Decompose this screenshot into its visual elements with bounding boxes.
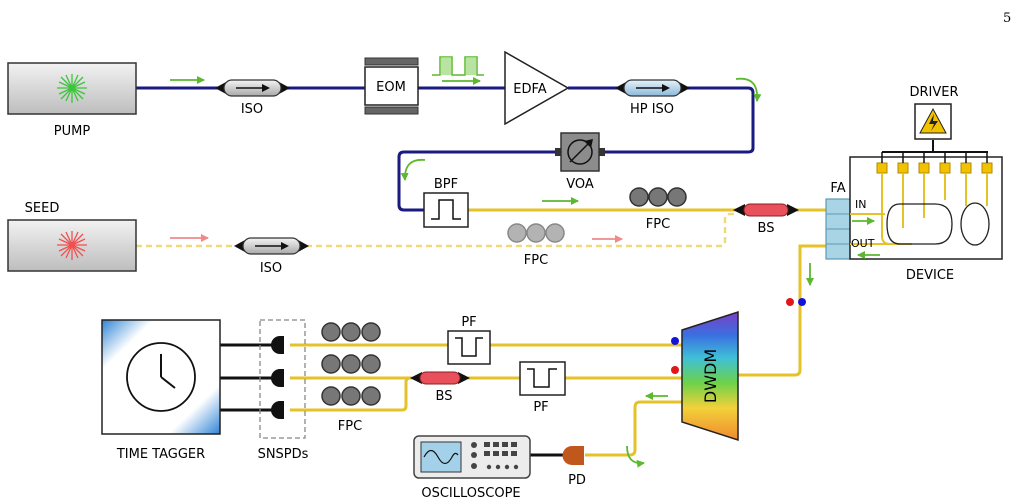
pump-label: PUMP (54, 124, 91, 139)
direction-arrows (170, 76, 880, 468)
edfa: EDFA (504, 50, 570, 126)
device-label: DEVICE (906, 268, 954, 283)
oscilloscope-icon (471, 442, 519, 470)
fpc-pump: FPC (629, 187, 687, 232)
seed-label: SEED (25, 201, 60, 216)
dwdm-label: DWDM (701, 349, 720, 403)
pump-laser: PUMP (7, 62, 137, 139)
driver-label: DRIVER (909, 85, 958, 100)
seed-isolator: ISO (234, 237, 309, 276)
photodiode: PD (562, 446, 586, 488)
bpf-label: BPF (434, 177, 458, 192)
eom-label: EOM (376, 80, 406, 95)
signal-fiber-path (290, 208, 826, 457)
pump-iso-label: ISO (241, 102, 263, 117)
clock-icon (126, 342, 196, 412)
in-port-label: IN (855, 198, 866, 211)
bpf: BPF (423, 177, 469, 228)
pulse-train-icon (432, 56, 484, 76)
voa-label: VOA (566, 177, 594, 192)
dwdm: DWDM (681, 310, 739, 442)
snspds: SNSPDs (258, 319, 309, 462)
high-voltage-icon (919, 107, 947, 134)
seed-laser: SEED (7, 201, 137, 272)
oscilloscope-label: OSCILLOSCOPE (421, 486, 520, 501)
fpc-seed: FPC (507, 223, 565, 268)
seed-iso-label: ISO (260, 261, 282, 276)
driver: DRIVER (909, 85, 959, 140)
hp-iso-label: HP ISO (630, 102, 674, 117)
fiber-array: FA (825, 181, 851, 260)
out-port-label: OUT (851, 237, 875, 250)
pf-top: PF (447, 315, 491, 365)
snspd-detector (271, 401, 284, 419)
laser-star-icon (57, 74, 87, 103)
snspd-detector (271, 369, 284, 387)
fa-label: FA (830, 181, 845, 196)
fpc-bank-label: FPC (338, 419, 362, 434)
laser-star-icon (57, 231, 87, 260)
heater-pads (876, 152, 993, 174)
hp-isolator: HP ISO (615, 79, 690, 117)
bs-input-label: BS (758, 221, 775, 236)
device-waveguides (850, 173, 988, 245)
time-tagger-label: TIME TAGGER (116, 447, 205, 462)
snspds-label: SNSPDs (258, 447, 309, 462)
photonic-device: IN OUT DEVICE (849, 152, 1003, 283)
fpc-bank: FPC (321, 322, 381, 434)
page-number: 5 (1003, 11, 1011, 26)
bs-output-label: BS (436, 389, 453, 404)
seed-fiber-path (136, 212, 736, 248)
pump-isolator: ISO (215, 79, 290, 117)
pd-label: PD (568, 473, 586, 488)
pf-bottom: PF (519, 361, 566, 415)
microring-resonators (886, 202, 990, 246)
snspd-detector (271, 336, 284, 354)
beam-splitter-output: BS (410, 371, 470, 404)
fpc-pump-label: FPC (646, 217, 670, 232)
fpc-seed-label: FPC (524, 253, 548, 268)
eom: EOM (364, 57, 419, 115)
electrical-cables (220, 140, 988, 457)
pf-bottom-label: PF (533, 400, 548, 415)
wavelength-markers (671, 298, 806, 374)
pf-top-label: PF (461, 315, 476, 330)
time-tagger: TIME TAGGER (101, 319, 221, 462)
beam-splitter-input: BS (733, 203, 799, 236)
oscilloscope: OSCILLOSCOPE (413, 435, 531, 501)
voa: VOA (555, 132, 605, 192)
edfa-label: EDFA (513, 82, 547, 97)
